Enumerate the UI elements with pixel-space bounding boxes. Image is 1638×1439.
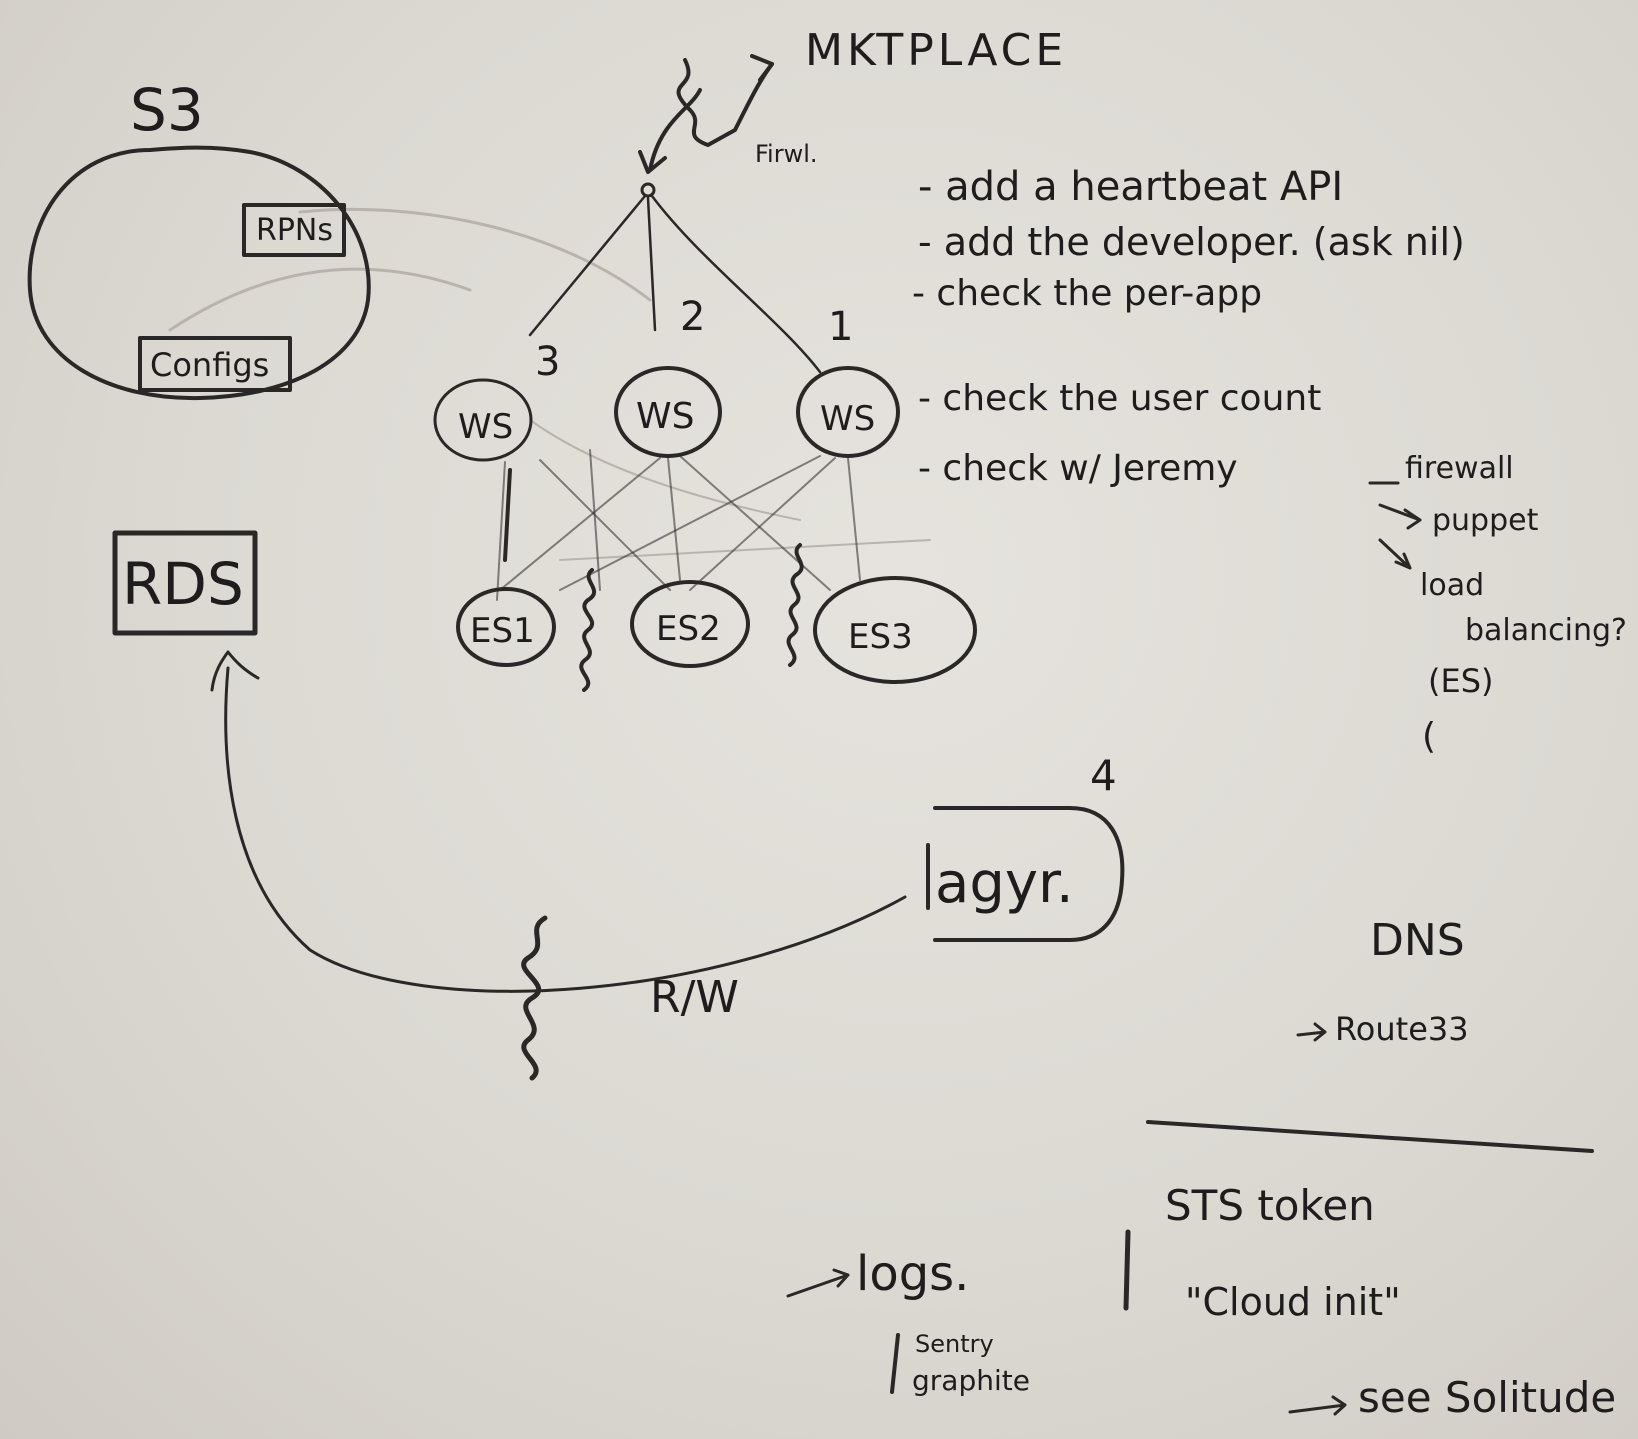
jeremy-item-puppet: puppet — [1432, 503, 1539, 538]
agg-rds-link: R/W — [210, 650, 907, 1081]
todo-item: - add the developer. (ask nil) — [918, 220, 1465, 264]
sts-token: STS token — [1165, 1181, 1375, 1230]
jeremy-item-es: (ES) — [1428, 662, 1494, 700]
web-server-label: WS — [458, 407, 513, 447]
ws-es-mesh — [496, 449, 861, 601]
rw-squiggle — [521, 915, 548, 1081]
graphite-label: graphite — [912, 1364, 1030, 1397]
vertical-bar — [1123, 1229, 1131, 1311]
todo-item: - check the user count — [918, 378, 1321, 419]
bottom-notes: STS token "Cloud init" logs. Sentry grap… — [786, 1120, 1616, 1422]
s3-group: S3 RPNs Configs — [27, 76, 371, 401]
marketplace-in-arrow — [648, 88, 702, 172]
web-server-node — [433, 378, 533, 462]
web-server-node — [796, 366, 900, 458]
aggregator-group: agyr. 4 — [926, 751, 1125, 942]
aggregator-box — [933, 806, 1125, 942]
marketplace-group: MKTPLACE Firwl. — [528, 25, 1067, 374]
es-node — [813, 576, 977, 684]
s3-boundary — [27, 145, 371, 401]
todo-item: - check the per-app — [912, 273, 1262, 314]
es-label: ES3 — [848, 617, 913, 657]
dns-route: Route33 — [1335, 1010, 1469, 1048]
web-server-number: 1 — [828, 304, 853, 350]
jeremy-item-firewall: firewall — [1405, 451, 1514, 486]
marketplace-arrow — [676, 58, 774, 147]
divider-line — [1146, 1120, 1594, 1153]
rpns-label: RPNs — [256, 213, 333, 248]
rw-label: R/W — [650, 972, 739, 1023]
rds-group: RDS — [112, 530, 258, 636]
web-server-label: WS — [820, 399, 875, 439]
es-node — [630, 580, 750, 668]
todo-item: - check w/ Jeremy — [918, 448, 1238, 489]
marketplace-label: MKTPLACE — [805, 25, 1067, 76]
line-to-ws2 — [646, 196, 657, 332]
erased-ghost-marks — [168, 207, 931, 561]
rds-label: RDS — [122, 550, 244, 618]
es-label: ES2 — [656, 609, 721, 649]
web-server-number: 3 — [535, 339, 560, 385]
aggregator-number: 4 — [1090, 751, 1117, 800]
firewall-label: Firwl. — [755, 140, 818, 168]
rds-box — [112, 530, 258, 636]
jeremy-item-paren: ( — [1422, 716, 1436, 757]
web-server-node — [614, 366, 722, 458]
es-node — [456, 587, 556, 667]
todo-list: - add a heartbeat API - add the develope… — [912, 164, 1465, 489]
jeremy-branch: firewall puppet load balancing? (ES) ( — [1368, 451, 1627, 757]
dns-title: DNS — [1370, 915, 1465, 966]
line-to-ws3 — [528, 194, 647, 337]
firewall-node — [640, 182, 656, 198]
configs-label: Configs — [150, 346, 269, 384]
web-server-number: 2 — [680, 294, 705, 340]
jeremy-item-load: load — [1420, 568, 1484, 603]
es-row: ES1 ES2 ES3 — [456, 543, 977, 692]
see-solitude: see Solitude — [1358, 1373, 1616, 1422]
web-server-row: WS 3 WS 2 WS 1 — [433, 294, 900, 462]
aggregator-label: agyr. — [935, 851, 1074, 916]
web-server-label: WS — [636, 396, 694, 437]
todo-item: - add a heartbeat API — [918, 164, 1343, 210]
dns-group: DNS Route33 — [1296, 915, 1469, 1048]
es-label: ES1 — [470, 611, 535, 651]
s3-title: S3 — [130, 76, 204, 144]
jeremy-item-balancing: balancing? — [1465, 613, 1627, 648]
es2-es3-squiggle — [786, 543, 804, 667]
configs-box — [138, 336, 292, 392]
logs-label: logs. — [856, 1246, 969, 1302]
es1-es2-squiggle — [579, 568, 597, 692]
line-to-ws1 — [650, 194, 822, 374]
sentry-label: Sentry — [915, 1330, 994, 1358]
ws3-es1-link — [503, 468, 512, 562]
rpns-box — [242, 203, 346, 257]
cloud-init: "Cloud init" — [1185, 1280, 1401, 1324]
